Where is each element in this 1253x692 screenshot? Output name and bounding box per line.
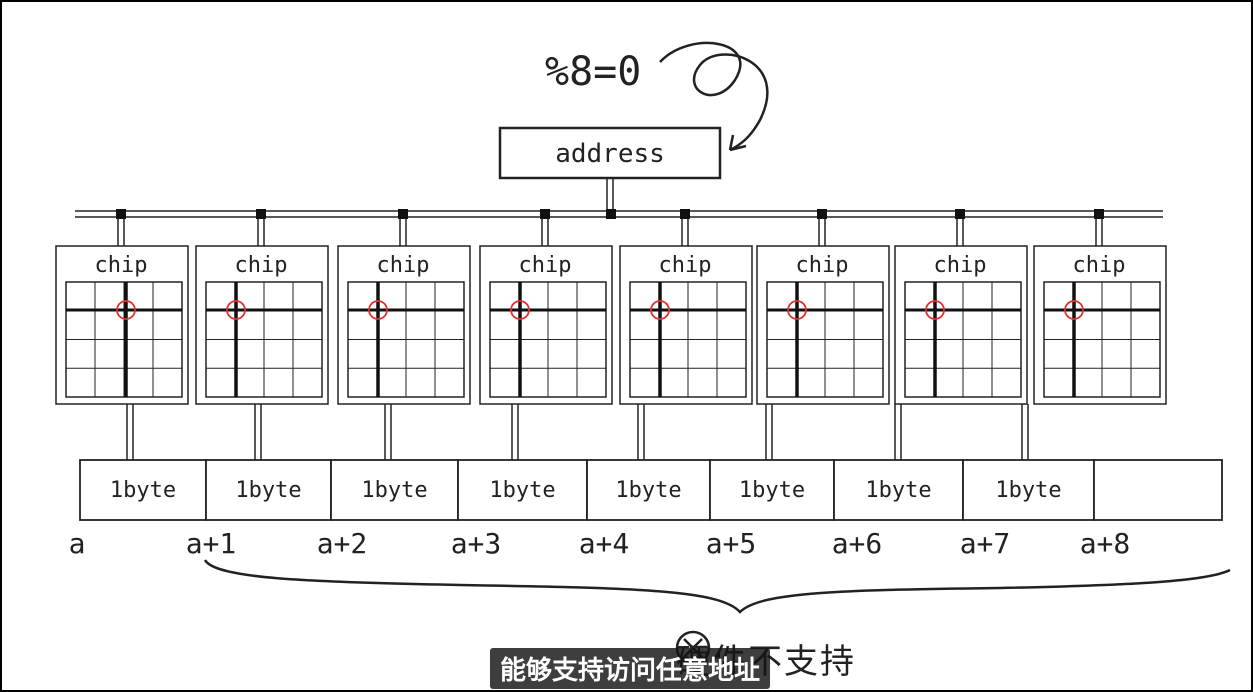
memory-cell-label: 1byte (739, 478, 805, 503)
memory-cell-label: 1byte (361, 478, 427, 503)
memory-cell-box (709, 459, 835, 521)
memory-cell-label: 1byte (235, 478, 301, 503)
chip-7: chip (894, 209, 1028, 460)
address-box (498, 126, 722, 180)
memory-cell-box (586, 459, 711, 521)
memory-cell-label: 1byte (489, 478, 555, 503)
equation-text: %8=0 (545, 49, 641, 95)
memory-cell-8 (1093, 459, 1223, 521)
address-offset-label: a+1 (186, 527, 237, 560)
memory-cell-box (833, 459, 964, 521)
bus-tap (256, 209, 266, 219)
chip-4: chip (479, 209, 613, 460)
chip-label: chip (659, 253, 712, 278)
memory-cell-label: 1byte (615, 478, 681, 503)
memory-cell-box (1093, 459, 1223, 521)
memory-cell-box (962, 459, 1095, 521)
address-offset-label: a+8 (1080, 527, 1131, 560)
chip-label: chip (377, 253, 430, 278)
address-offset-label: a+3 (451, 527, 502, 560)
address-offset-label: a+7 (960, 527, 1011, 560)
selected-cell-marker (510, 300, 530, 320)
selected-cell-marker (650, 300, 670, 320)
curly-brace (203, 559, 1231, 614)
chip-box (195, 245, 329, 405)
memory-cell-7: 1byte (962, 459, 1095, 521)
memory-cell-5: 1byte (709, 459, 835, 521)
memory-cell-1: 1byte (205, 459, 332, 521)
chip-1: chip (55, 209, 189, 460)
memory-cell-label: 1byte (865, 478, 931, 503)
chip-2: chip (195, 209, 329, 460)
address-offset-label: a+4 (579, 527, 630, 560)
bus-junction (606, 209, 616, 219)
bus-tap (680, 209, 690, 219)
chip-label: chip (796, 253, 849, 278)
chip-label: chip (95, 253, 148, 278)
chip-5: chip (619, 209, 753, 460)
selected-cell-marker (787, 300, 807, 320)
memory-cell-2: 1byte (330, 459, 459, 521)
chip-box (1033, 245, 1167, 405)
bus-tap (817, 209, 827, 219)
selected-cell-marker (925, 300, 945, 320)
memory-cell-4: 1byte (586, 459, 711, 521)
address-label-row: a a+1 a+2 a+3 a+4 a+5 a+6 a+7 a+8 (69, 527, 1131, 560)
memory-cell-6: 1byte (833, 459, 964, 521)
address-label: address (555, 139, 665, 169)
memory-cell-0: 1byte (79, 459, 207, 521)
bus-tap (116, 209, 126, 219)
address-offset-label: a+5 (706, 527, 757, 560)
bus-tap (540, 209, 550, 219)
chip-box (55, 245, 189, 405)
bus-tap (955, 209, 965, 219)
video-subtitle: 能够支持访问任意地址 (490, 648, 771, 689)
chip-box (619, 245, 753, 405)
memory-row: 1byte 1byte 1byte 1byte 1byte 1byte 1byte 1byte (79, 459, 1223, 521)
bus-tap (398, 209, 408, 219)
chip-box (479, 245, 613, 405)
memory-cell-box (457, 459, 588, 521)
chip-8: chip (1021, 209, 1167, 460)
curly-arrow (659, 41, 769, 152)
chip-box (337, 245, 471, 405)
chip-box (894, 245, 1028, 405)
address-offset-label: a+2 (317, 527, 368, 560)
address-offset-label: a+6 (832, 527, 883, 560)
selected-cell-marker (226, 300, 246, 320)
memory-cell-box (205, 459, 332, 521)
chip-box (756, 245, 890, 405)
bus-tap (1094, 209, 1104, 219)
selected-cell-marker (116, 300, 136, 320)
chip-3: chip (337, 209, 471, 460)
chip-6: chip (756, 209, 890, 460)
address-offset-label: a (69, 527, 86, 560)
memory-cell-label: 1byte (995, 478, 1061, 503)
memory-cell-label: 1byte (110, 478, 176, 503)
chip-label: chip (1073, 253, 1126, 278)
selected-cell-marker (1064, 300, 1084, 320)
chip-label: chip (235, 253, 288, 278)
curly-arrow-head (728, 134, 747, 152)
selected-cell-marker (368, 300, 388, 320)
memory-cell-box (79, 459, 207, 521)
chip-row: chip chip chip chip chip chip chip chip (55, 209, 1167, 460)
memory-cell-3: 1byte (457, 459, 588, 521)
chip-label: chip (519, 253, 572, 278)
chip-label: chip (934, 253, 987, 278)
